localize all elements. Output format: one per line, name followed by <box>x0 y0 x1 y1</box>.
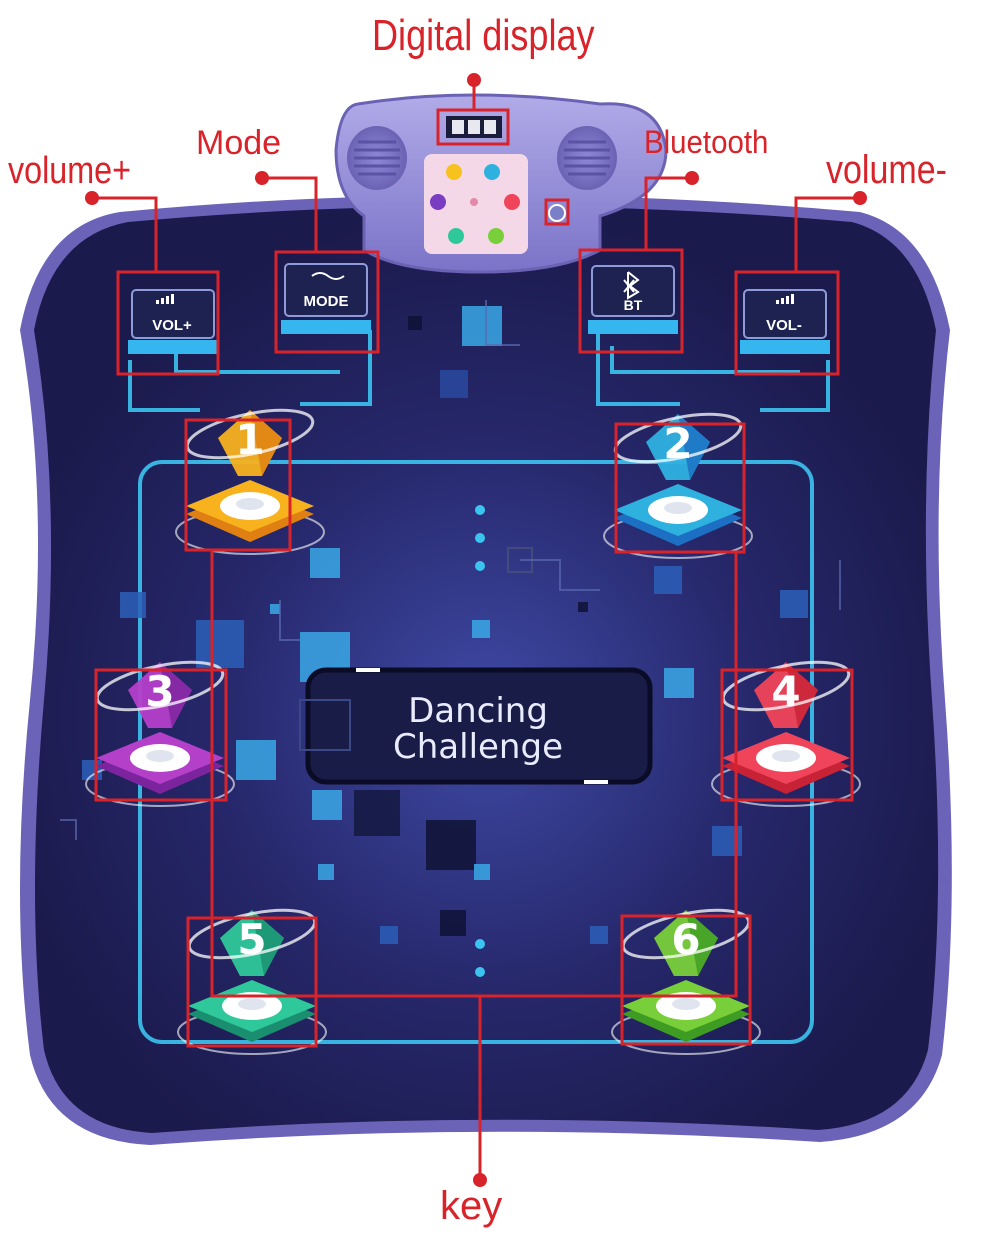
mode-callout: Mode <box>196 124 282 162</box>
digital-display-callout: Digital display <box>372 11 595 60</box>
step-pad-6[interactable]: 6 <box>611 901 761 1055</box>
step-pad-number: 2 <box>663 419 692 468</box>
center-title-panel: Dancing Challenge <box>299 667 653 785</box>
bluetooth-icon <box>623 271 640 300</box>
vol-minus-label: VOL- <box>766 317 802 334</box>
circuit-blocks <box>82 306 808 944</box>
music-note-icon <box>311 272 345 280</box>
step-pad-number: 5 <box>237 915 266 964</box>
callout-annotations <box>92 80 860 1180</box>
step-pad-number: 4 <box>771 667 800 716</box>
key-callout: key <box>440 1184 503 1228</box>
step-pad-number: 6 <box>671 915 700 964</box>
step-pad-5[interactable]: 5 <box>177 901 327 1055</box>
mode-label: MODE <box>304 293 349 310</box>
control-console <box>334 93 668 274</box>
vol-plus-label: VOL+ <box>152 317 192 334</box>
power-button[interactable] <box>548 204 566 222</box>
volume-minus-callout: volume- <box>826 148 947 192</box>
bt-button[interactable]: BT <box>588 265 678 334</box>
step-pad-1[interactable]: 1 <box>175 401 325 555</box>
center-title-line1: Dancing <box>408 691 548 731</box>
step-pad-number: 1 <box>235 415 264 464</box>
volume-plus-callout: volume+ <box>8 150 131 192</box>
vol-minus-button[interactable]: VOL- <box>740 289 830 354</box>
step-pad-3[interactable]: 3 <box>85 653 235 807</box>
vol-plus-button[interactable]: VOL+ <box>128 289 218 354</box>
bt-label: BT <box>624 297 643 313</box>
step-pad-4[interactable]: 4 <box>711 653 861 807</box>
pads-layer: 1 2 3 4 5 6 <box>85 401 861 1055</box>
bluetooth-callout: Bluetooth <box>644 124 769 160</box>
step-pad-number: 3 <box>145 667 174 716</box>
mode-button[interactable]: MODE <box>281 263 371 334</box>
step-pad-2[interactable]: 2 <box>603 405 753 559</box>
center-title-line2: Challenge <box>393 727 563 767</box>
